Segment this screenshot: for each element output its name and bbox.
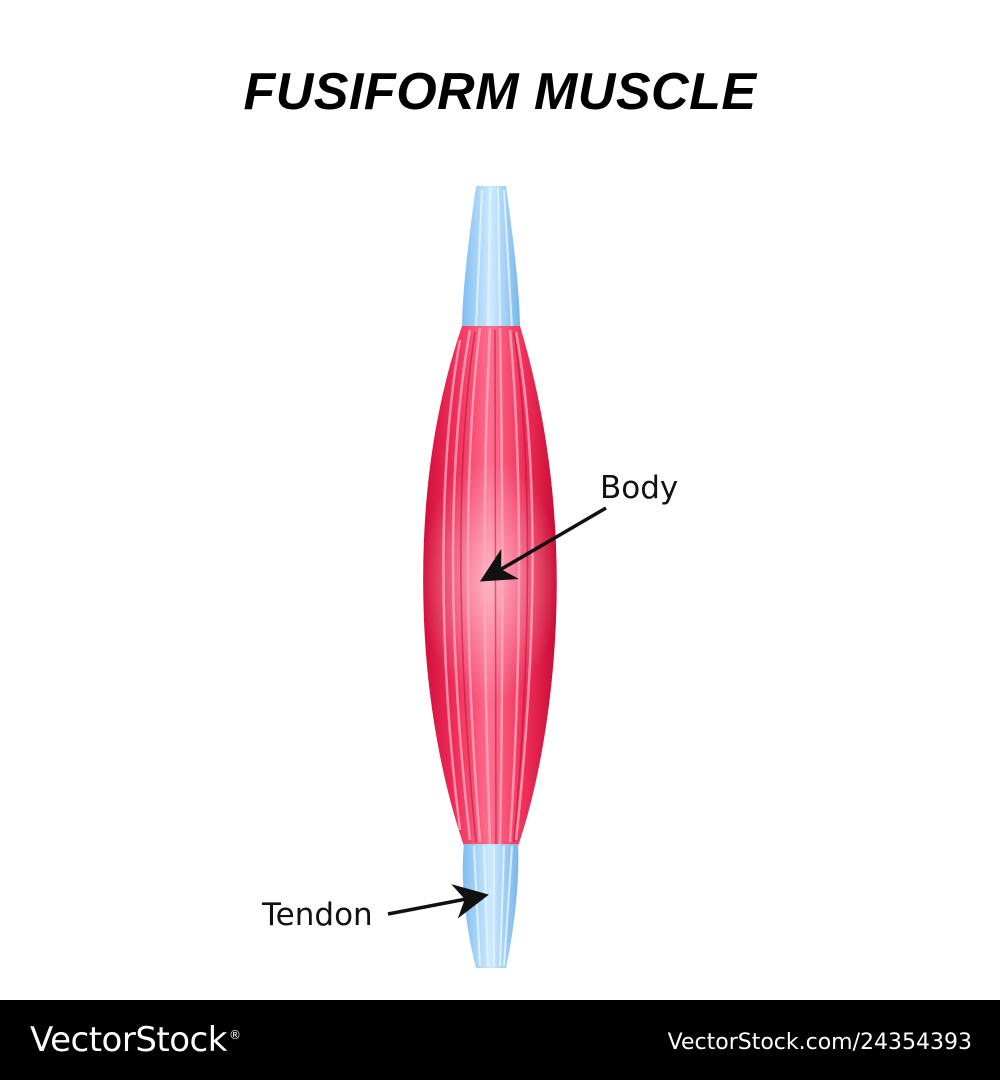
brand-logo: VectorStock® [30,1020,241,1060]
muscle-body [420,326,560,846]
body-label: Body [600,470,679,506]
diagram-title: FUSIFORM MUSCLE [243,63,757,121]
image-id-text: VectorStock.com/24354393 [667,1030,972,1055]
fusiform-muscle-diagram [387,186,607,968]
top-tendon [462,186,520,330]
tendon-arrow [387,884,489,919]
watermark-footer: VectorStock® VectorStock.com/24354393 [0,1000,1000,1080]
tendon-label: Tendon [262,897,373,933]
brand-name: VectorStock [30,1020,227,1060]
bottom-tendon [462,844,519,968]
registered-mark: ® [228,1027,241,1042]
body-arrow [479,506,607,582]
